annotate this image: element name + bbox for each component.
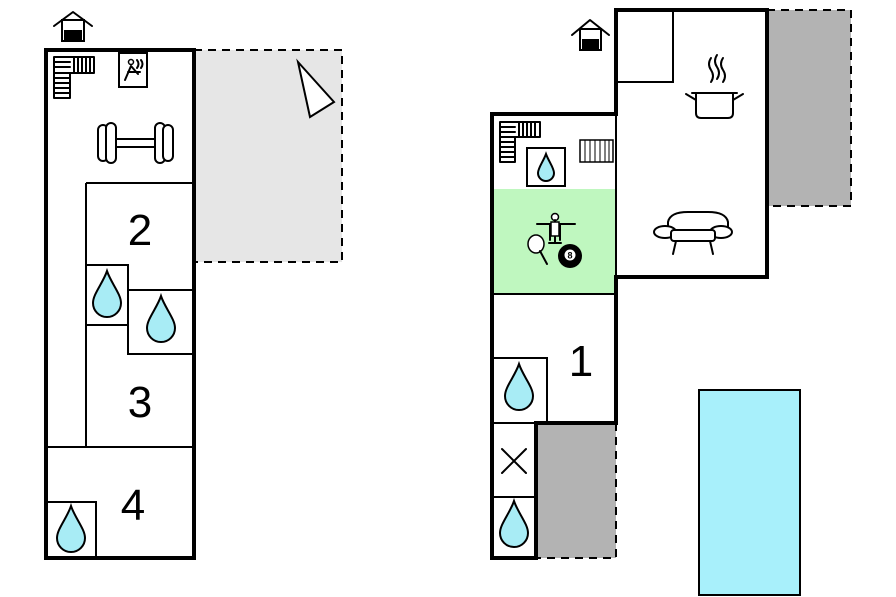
terrace-left-border <box>194 49 343 263</box>
house-entrance-icon <box>571 19 610 51</box>
terrace-left <box>194 50 342 262</box>
left-outer-wall <box>44 48 196 560</box>
shower-drop-icon <box>536 151 556 182</box>
sauna-icon <box>118 52 148 88</box>
billiard-ball-icon: 8 <box>558 244 582 268</box>
x-mark-icon <box>501 448 527 474</box>
room-1-label: 1 <box>569 337 593 386</box>
table-football-icon <box>536 212 576 244</box>
shower-drop-icon <box>55 502 87 553</box>
stairs-icon <box>53 56 95 99</box>
house-entrance-icon <box>53 11 93 42</box>
billiard-ball-label: 8 <box>567 251 572 261</box>
swimming-pool <box>698 389 801 596</box>
shower-drop-icon <box>498 497 530 548</box>
table-tennis-icon <box>527 234 548 265</box>
compass-north-icon <box>296 58 336 119</box>
bathroom-4 <box>45 501 97 559</box>
room-2-label: 2 <box>128 206 152 255</box>
shower-drop-icon <box>145 292 177 343</box>
shower-drop-icon <box>503 360 535 411</box>
terrace-right-bottom <box>536 423 616 558</box>
dumbbell-icon <box>97 122 174 164</box>
stairs-icon <box>499 121 541 163</box>
shower-drop-icon <box>91 267 123 318</box>
sofa-icon <box>653 211 733 255</box>
room-3-label: 3 <box>128 378 152 427</box>
room-4-label: 4 <box>121 481 145 530</box>
kitchen-pot-icon <box>685 54 744 119</box>
radiator-icon <box>579 139 614 163</box>
terrace-right-top <box>767 10 851 206</box>
right-floor: 8 1 <box>490 8 852 596</box>
left-floor: 2 3 4 <box>44 11 343 560</box>
